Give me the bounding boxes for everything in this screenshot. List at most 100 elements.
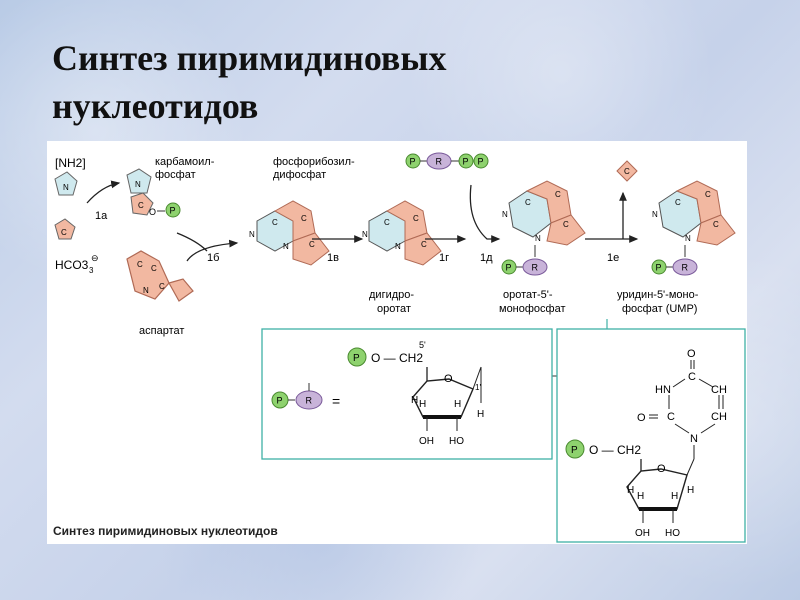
ribose-badge: R	[682, 263, 689, 273]
equals-sign: =	[332, 393, 340, 409]
step-label-1b: 1б	[207, 252, 219, 264]
atom-label: O	[149, 207, 156, 217]
charge-label: ⊖	[91, 253, 99, 263]
atom-label: C	[61, 228, 67, 237]
prime-label: 5'	[419, 340, 426, 350]
prime-label: 1'	[475, 383, 481, 392]
o-ch2-label: O — CH2	[589, 443, 641, 457]
nh2-donor-molecule: N	[54, 171, 78, 196]
omp-ring: N C C C N P R	[501, 180, 586, 276]
atom-label: N	[395, 242, 401, 251]
atom-label: C	[159, 282, 165, 291]
slide-title: Синтез пиримидиновых нуклеотидов	[52, 34, 446, 130]
atom-label: N	[535, 234, 541, 243]
phosphate-badge: P	[170, 206, 176, 216]
atom-label: N	[652, 210, 658, 219]
oxygen-label: O	[637, 412, 646, 424]
atom-label: C	[384, 218, 390, 227]
step-label-1v: 1в	[327, 252, 339, 264]
atom-label: N	[362, 230, 368, 239]
h-label: H	[419, 399, 426, 410]
carbamoyl-phosphate-molecule: N C O P	[126, 168, 181, 218]
omp-label-2: монофосфат	[499, 303, 566, 315]
atom-label: C	[272, 218, 278, 227]
phosphate-badge: P	[656, 263, 662, 273]
h-label: H	[637, 491, 644, 502]
aspartate-label: аспартат	[139, 325, 184, 337]
h-label: H	[477, 409, 484, 420]
omp-label-1: оротат-5'-	[503, 289, 553, 301]
ring-oxygen-label: O	[657, 463, 666, 475]
phosphate-badge: P	[463, 157, 469, 167]
atom-label: C	[137, 260, 143, 269]
atom-label: N	[63, 183, 69, 192]
dihydroorotate-label-2: оротат	[377, 303, 411, 315]
h-label: H	[454, 399, 461, 410]
step-label-1e: 1е	[607, 252, 619, 264]
atom-label: N	[283, 242, 289, 251]
h-label: H	[671, 491, 678, 502]
atom-label: C	[675, 198, 681, 207]
ump-ring: N C C C N P R	[651, 180, 736, 276]
carbamoyl-aspartate-ring: N C C C N	[249, 200, 330, 266]
atom-label: C	[309, 240, 315, 249]
figure-caption: Синтез пиримидиновых нуклеотидов	[53, 524, 278, 538]
step-label-1g: 1г	[439, 252, 449, 264]
prpp-label-1: фосфорибозил-	[273, 156, 355, 168]
ho-label: HO	[449, 436, 464, 447]
atom-label: N	[502, 210, 508, 219]
ch-label: CH	[711, 411, 727, 423]
prpp-molecule: P R P P	[405, 152, 489, 170]
nh2-label: [NH2]	[55, 156, 86, 170]
arrow-1b	[176, 232, 237, 262]
arrow-1a	[86, 180, 121, 204]
oh-label: OH	[419, 436, 434, 447]
dihydroorotate-label-1: дигидро-	[369, 289, 414, 301]
ring-oxygen-label: O	[444, 373, 453, 385]
atom-label: C	[713, 220, 719, 229]
ribose-badge: R	[436, 157, 443, 167]
carbamoyl-label-2: фосфат	[155, 169, 196, 181]
carbon-label: C	[667, 411, 675, 423]
h-label: H	[411, 395, 418, 406]
atom-label: C	[151, 264, 157, 273]
diagram-panel: [NH2] N C HCO3 ⊖ 3 1а карбамоил- фосфат …	[47, 141, 747, 544]
ribose-badge: R	[532, 263, 539, 273]
phosphate-badge: P	[478, 157, 484, 167]
atom-label: C	[301, 214, 307, 223]
ho-label: HO	[665, 528, 680, 539]
phosphate-badge: P	[277, 396, 283, 406]
pathway-diagram: [NH2] N C HCO3 ⊖ 3 1а карбамоил- фосфат …	[53, 152, 746, 543]
arrow-1d	[469, 184, 501, 243]
atom-label: N	[135, 180, 141, 189]
dihydroorotate-ring: N C C C N	[362, 200, 442, 266]
ch-label: CH	[711, 384, 727, 396]
released-co2-molecule: C	[616, 160, 638, 182]
carbamoyl-label-1: карбамоил-	[155, 156, 215, 168]
nitrogen-label: N	[690, 433, 698, 445]
ump-detail-box: O C HN CH C CH O N P O — CH2 O H H H H	[556, 328, 746, 543]
atom-label: N	[685, 234, 691, 243]
atom-label: C	[624, 167, 630, 176]
step-label-1d: 1д	[480, 252, 493, 264]
atom-label: C	[705, 190, 711, 199]
atom-label: C	[413, 214, 419, 223]
atom-label: C	[138, 201, 144, 210]
atom-label: N	[249, 230, 255, 239]
ribose-detail-box: P R = P O — CH2 5' O 1' H H H H OH HO	[261, 328, 553, 460]
step-label-1a: 1а	[95, 210, 108, 222]
hco3-label: HCO3	[55, 258, 89, 272]
atom-label: N	[143, 286, 149, 295]
reaction-scheme: [NH2] N C HCO3 ⊖ 3 1а карбамоил- фосфат …	[54, 152, 736, 337]
carbon-donor-molecule: C	[54, 218, 76, 240]
o-ch2-label: O — CH2	[371, 351, 423, 365]
oh-label: OH	[635, 528, 650, 539]
phosphate-badge: P	[353, 353, 360, 364]
atom-label: C	[563, 220, 569, 229]
subscript-label: 3	[89, 266, 94, 275]
h-label: H	[627, 485, 634, 496]
phosphate-badge: P	[410, 157, 416, 167]
title-line-1: Синтез пиримидиновых	[52, 38, 447, 78]
ump-label-2: фосфат (UMP)	[622, 303, 697, 315]
atom-label: C	[555, 190, 561, 199]
